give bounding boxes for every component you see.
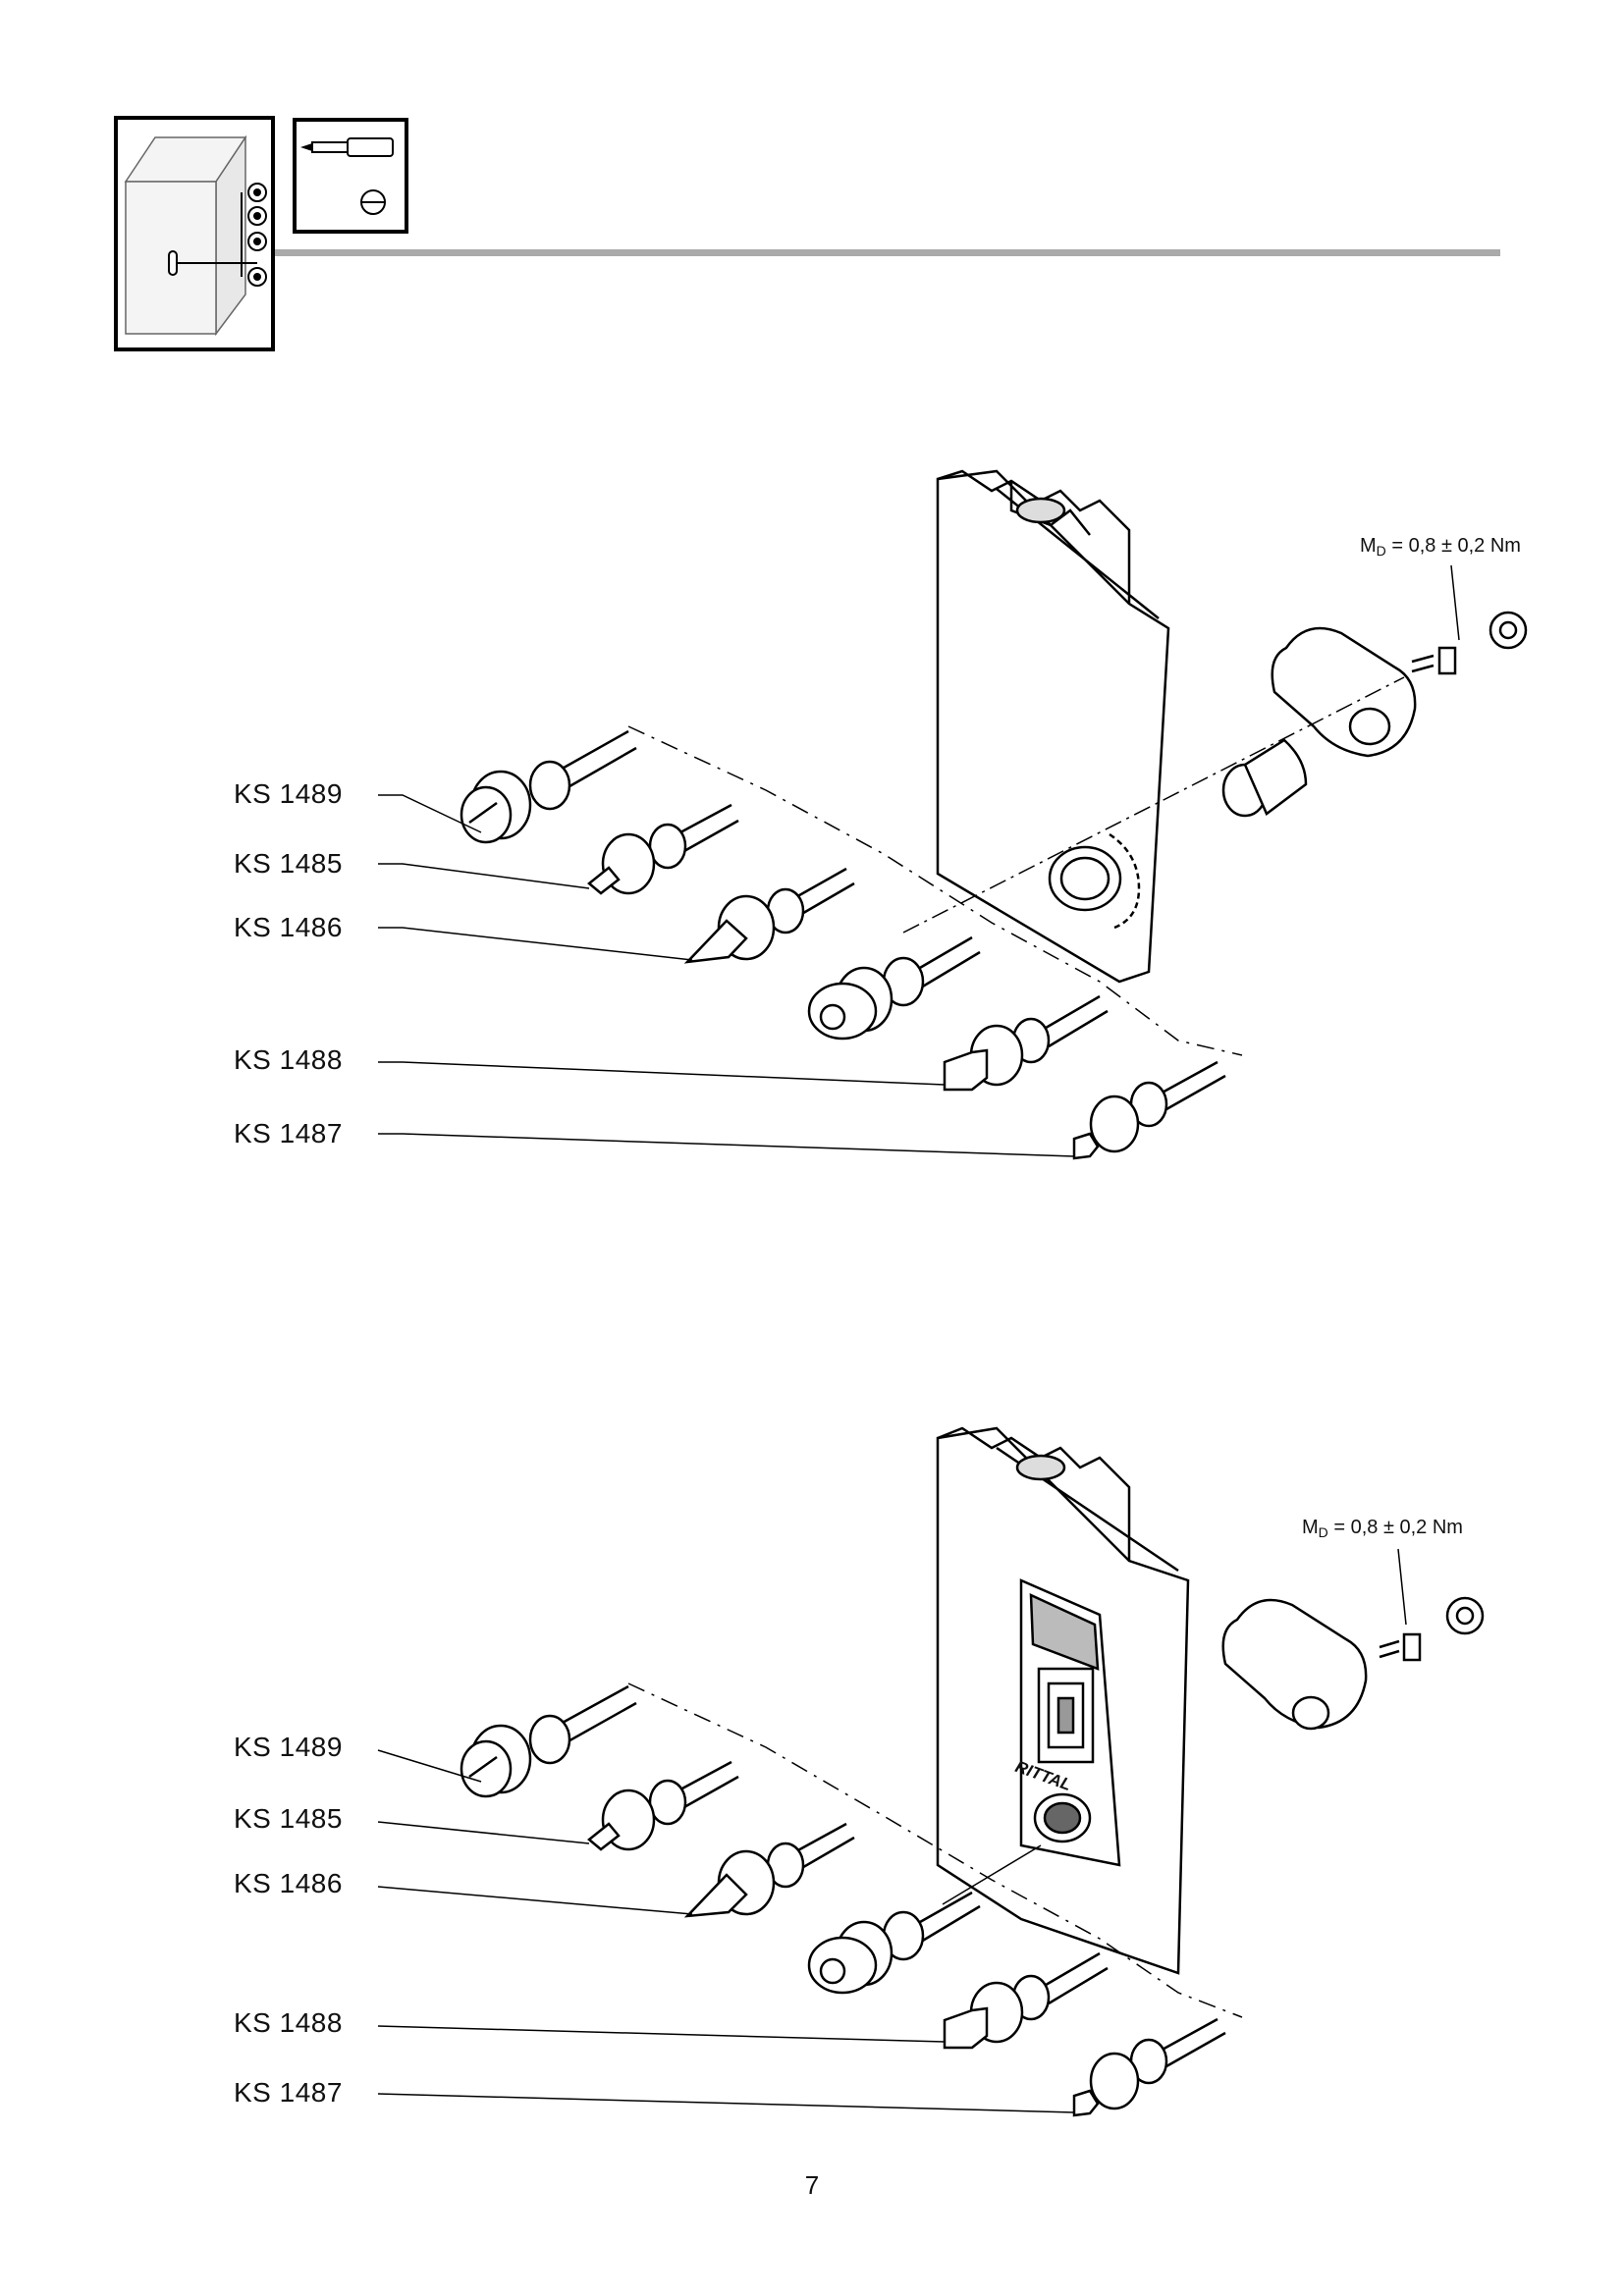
screw-bottom [1402, 1632, 1422, 1662]
cabinet-lock-icon [114, 116, 275, 351]
label-ks-1485-bottom: KS 1485 [234, 1803, 343, 1834]
header-rule [275, 249, 1500, 256]
torque-spec-top: MD = 0,8 ± 0,2 Nm [1360, 535, 1521, 559]
label-ks-1487-bottom: KS 1487 [234, 2077, 343, 2108]
cam-lever-bottom [1221, 1598, 1368, 1730]
screwdriver-slot-icon [293, 118, 408, 234]
insert-ks-1486 [683, 867, 855, 964]
label-ks-1488-top: KS 1488 [234, 1044, 343, 1075]
torque-spec-bottom: MD = 0,8 ± 0,2 Nm [1302, 1517, 1463, 1540]
insert-ks-1487 [1072, 1060, 1226, 1160]
insert-ks-1486-bottom [683, 1822, 855, 1918]
label-ks-1486-top: KS 1486 [234, 912, 343, 942]
label-ks-1489-bottom: KS 1489 [234, 1732, 343, 1762]
label-ks-1488-bottom: KS 1488 [234, 2007, 343, 2038]
insert-ks-1487-bottom [1072, 2017, 1226, 2117]
insert-ks-1485 [587, 803, 739, 895]
door-profile [936, 469, 1170, 984]
label-ks-1485-top: KS 1485 [234, 848, 343, 879]
insert-ks-1489 [460, 729, 637, 844]
label-ks-1487-top: KS 1487 [234, 1118, 343, 1148]
page-number: 7 [804, 2170, 820, 2200]
label-ks-1486-bottom: KS 1486 [234, 1868, 343, 1898]
insert-ks-1488-bottom [943, 1951, 1109, 2050]
insert-ks-1488 [943, 994, 1109, 1092]
label-ks-1489-top: KS 1489 [234, 778, 343, 809]
insert-ks-1489-bottom [460, 1684, 637, 1798]
insert-ks-1485-bottom [587, 1760, 739, 1851]
insert-ks-1488-socket-bottom [807, 1891, 981, 1995]
insert-ks-1488-socket [807, 935, 981, 1041]
top-diagram-drawing [378, 469, 1528, 1160]
header-graphics [114, 116, 1500, 351]
screw [1437, 646, 1457, 675]
